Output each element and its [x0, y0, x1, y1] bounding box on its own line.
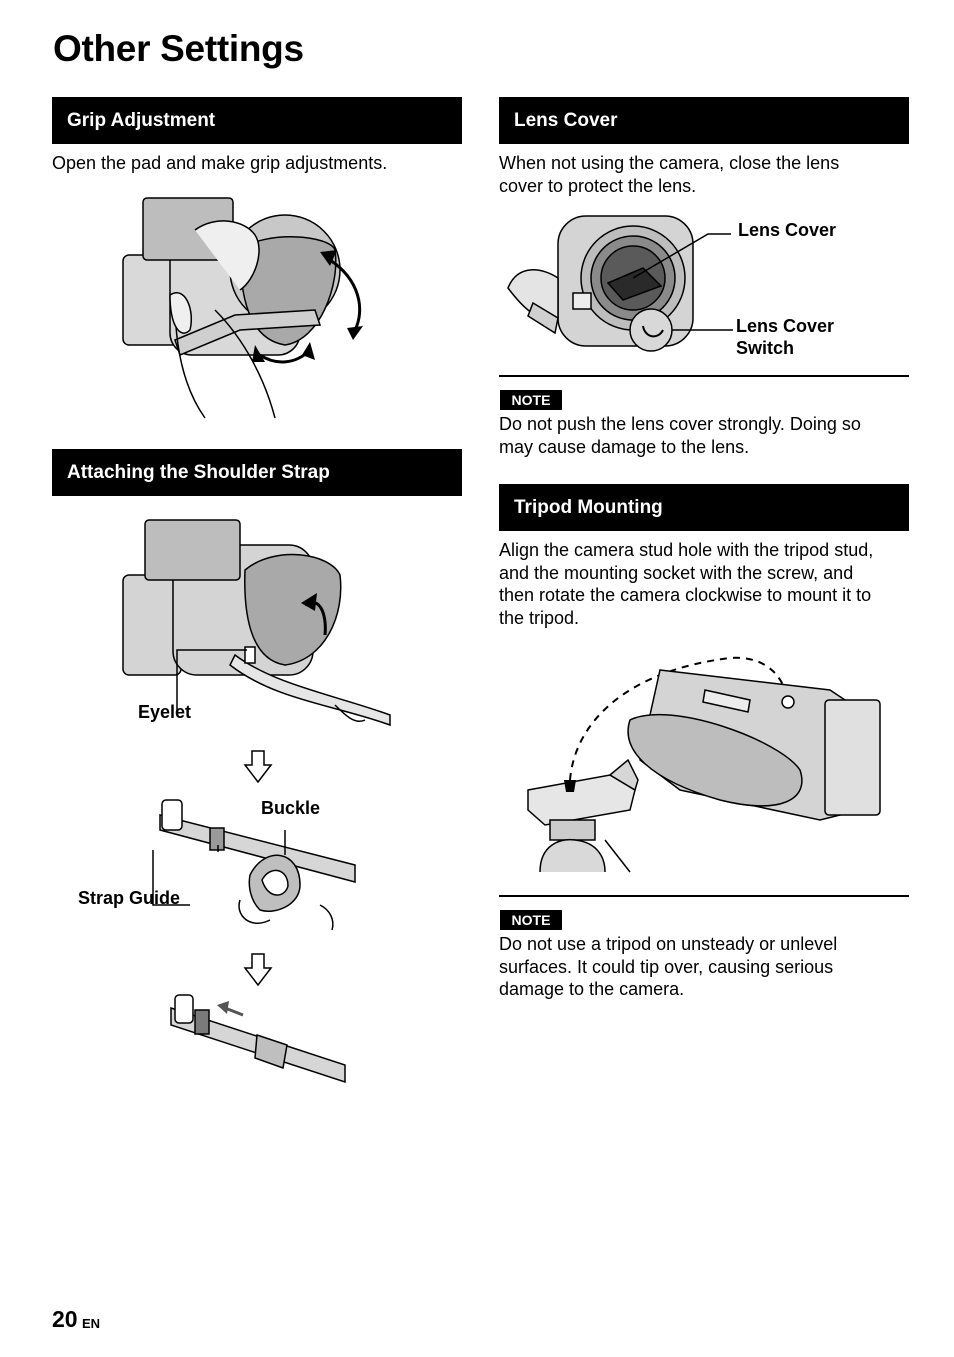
lens-cover-label: Lens Cover: [738, 220, 837, 240]
tripod-note-line2: surfaces. It could tip over, causing ser…: [499, 956, 834, 977]
shoulder-strap-heading: Attaching the Shoulder Strap: [52, 449, 462, 496]
down-arrow-icon: [243, 953, 273, 987]
tripod-mounting-text: Align the camera stud hole with the trip…: [499, 539, 873, 629]
lens-cover-note: Do not push the lens cover strongly. Doi…: [499, 413, 861, 458]
lens-cover-illustration: [507, 215, 733, 352]
tripod-note: Do not use a tripod on unsteady or unlev…: [499, 933, 837, 1001]
lens-cover-text-line1: When not using the camera, close the len…: [499, 153, 840, 173]
tripod-mounting-heading: Tripod Mounting: [499, 484, 909, 531]
lens-cover-switch-label-line1: Lens Cover: [736, 316, 835, 336]
lens-cover-switch-label-line2: Switch: [736, 338, 795, 358]
note-badge: NOTE: [500, 910, 562, 930]
tripod-text-line4: the tripod.: [499, 607, 580, 628]
tripod-text-line1: Align the camera stud hole with the trip…: [499, 540, 874, 560]
grip-adjustment-heading: Grip Adjustment: [52, 97, 462, 144]
lens-cover-note-line2: may cause damage to the lens.: [499, 436, 750, 457]
lens-cover-text: When not using the camera, close the len…: [499, 152, 839, 197]
divider: [499, 895, 909, 897]
tripod-text-line2: and the mounting socket with the screw, …: [499, 562, 854, 583]
tripod-mounting-illustration: [527, 656, 881, 873]
grip-adjustment-illustration: [122, 197, 363, 419]
strap-guide-label: Strap Guide: [78, 888, 181, 908]
strap-buckle-illustration: [152, 799, 356, 931]
language-code: EN: [82, 1316, 101, 1331]
strap-secured-illustration: [170, 994, 346, 1084]
divider: [499, 375, 909, 377]
lens-cover-heading: Lens Cover: [499, 97, 909, 144]
buckle-label: Buckle: [261, 798, 321, 818]
lens-cover-switch-label: Lens Cover Switch: [736, 315, 834, 359]
down-arrow-icon: [243, 750, 273, 784]
eyelet-label: Eyelet: [138, 702, 192, 722]
lens-cover-note-line1: Do not push the lens cover strongly. Doi…: [499, 414, 861, 434]
note-badge: NOTE: [500, 390, 562, 410]
lens-cover-text-line2: cover to protect the lens.: [499, 175, 697, 196]
grip-adjustment-text: Open the pad and make grip adjustments.: [52, 153, 388, 173]
tripod-note-line3: damage to the camera.: [499, 979, 685, 999]
page-number: 20: [52, 1306, 78, 1332]
page-title: Other Settings: [53, 28, 304, 69]
tripod-text-line3: then rotate the camera clockwise to moun…: [499, 585, 872, 605]
shoulder-strap-camera-illustration: [122, 519, 391, 727]
tripod-note-line1: Do not use a tripod on unsteady or unlev…: [499, 934, 838, 954]
